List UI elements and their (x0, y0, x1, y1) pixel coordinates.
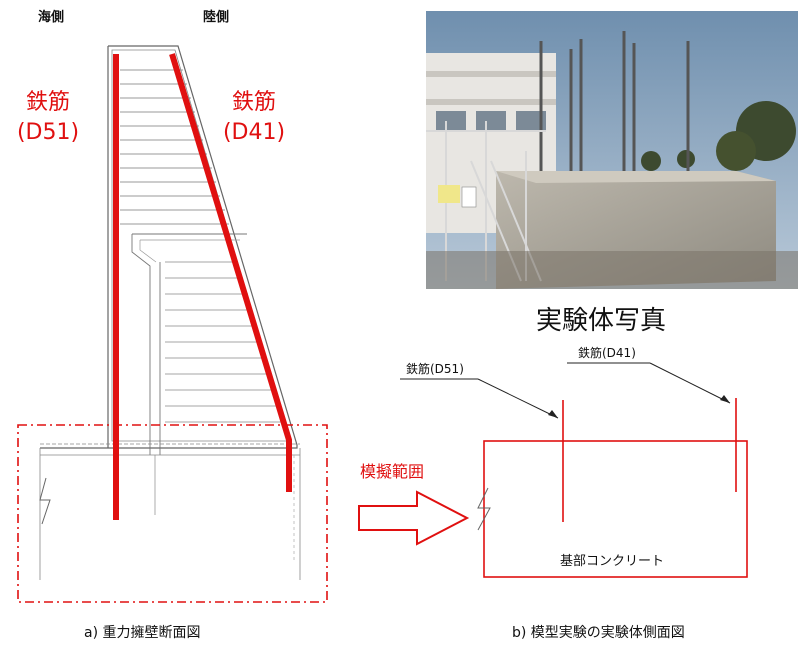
arrow-right-icon (358, 490, 470, 546)
rebar-d51-label-line1: 鉄筋 (25, 90, 70, 115)
model-side-view (400, 362, 748, 578)
land-side-label: 陸側 (203, 10, 230, 25)
rebar-d41-label-line1: 鉄筋 (231, 90, 276, 115)
model-rebar-d41-label: 鉄筋(D41) (578, 346, 636, 360)
caption-b: b) 模型実験の実験体側面図 (512, 625, 685, 641)
rebar-d41 (169, 53, 292, 492)
wall-outline (40, 45, 298, 449)
wall-outline-inner (111, 49, 291, 442)
model-rebar-d51-label: 鉄筋(D51) (406, 362, 464, 376)
rebar-d41-label: 鉄筋 (D41) (208, 88, 300, 148)
caption-a: a) 重力擁壁断面図 (84, 625, 201, 641)
base-concrete-label: 基部コンクリート (560, 554, 665, 569)
upper-hatching (120, 69, 229, 225)
rebar-d51-label: 鉄筋 (D51) (2, 88, 94, 148)
rebar-d41-label-line2: (D41) (222, 120, 286, 145)
lower-hatching (165, 261, 285, 423)
model-break-line (477, 487, 491, 531)
simulated-range-label: 模擬範囲 (360, 462, 425, 481)
simulated-range-frame (17, 424, 328, 603)
sea-side-label: 海側 (38, 10, 65, 25)
photo-title: 実験体写真 (536, 306, 667, 336)
base-concrete-outline (483, 440, 748, 578)
retaining-wall-section (17, 45, 328, 603)
rebar-d51-label-line2: (D51) (16, 120, 80, 145)
specimen-photo (426, 11, 798, 289)
break-line (39, 477, 51, 525)
